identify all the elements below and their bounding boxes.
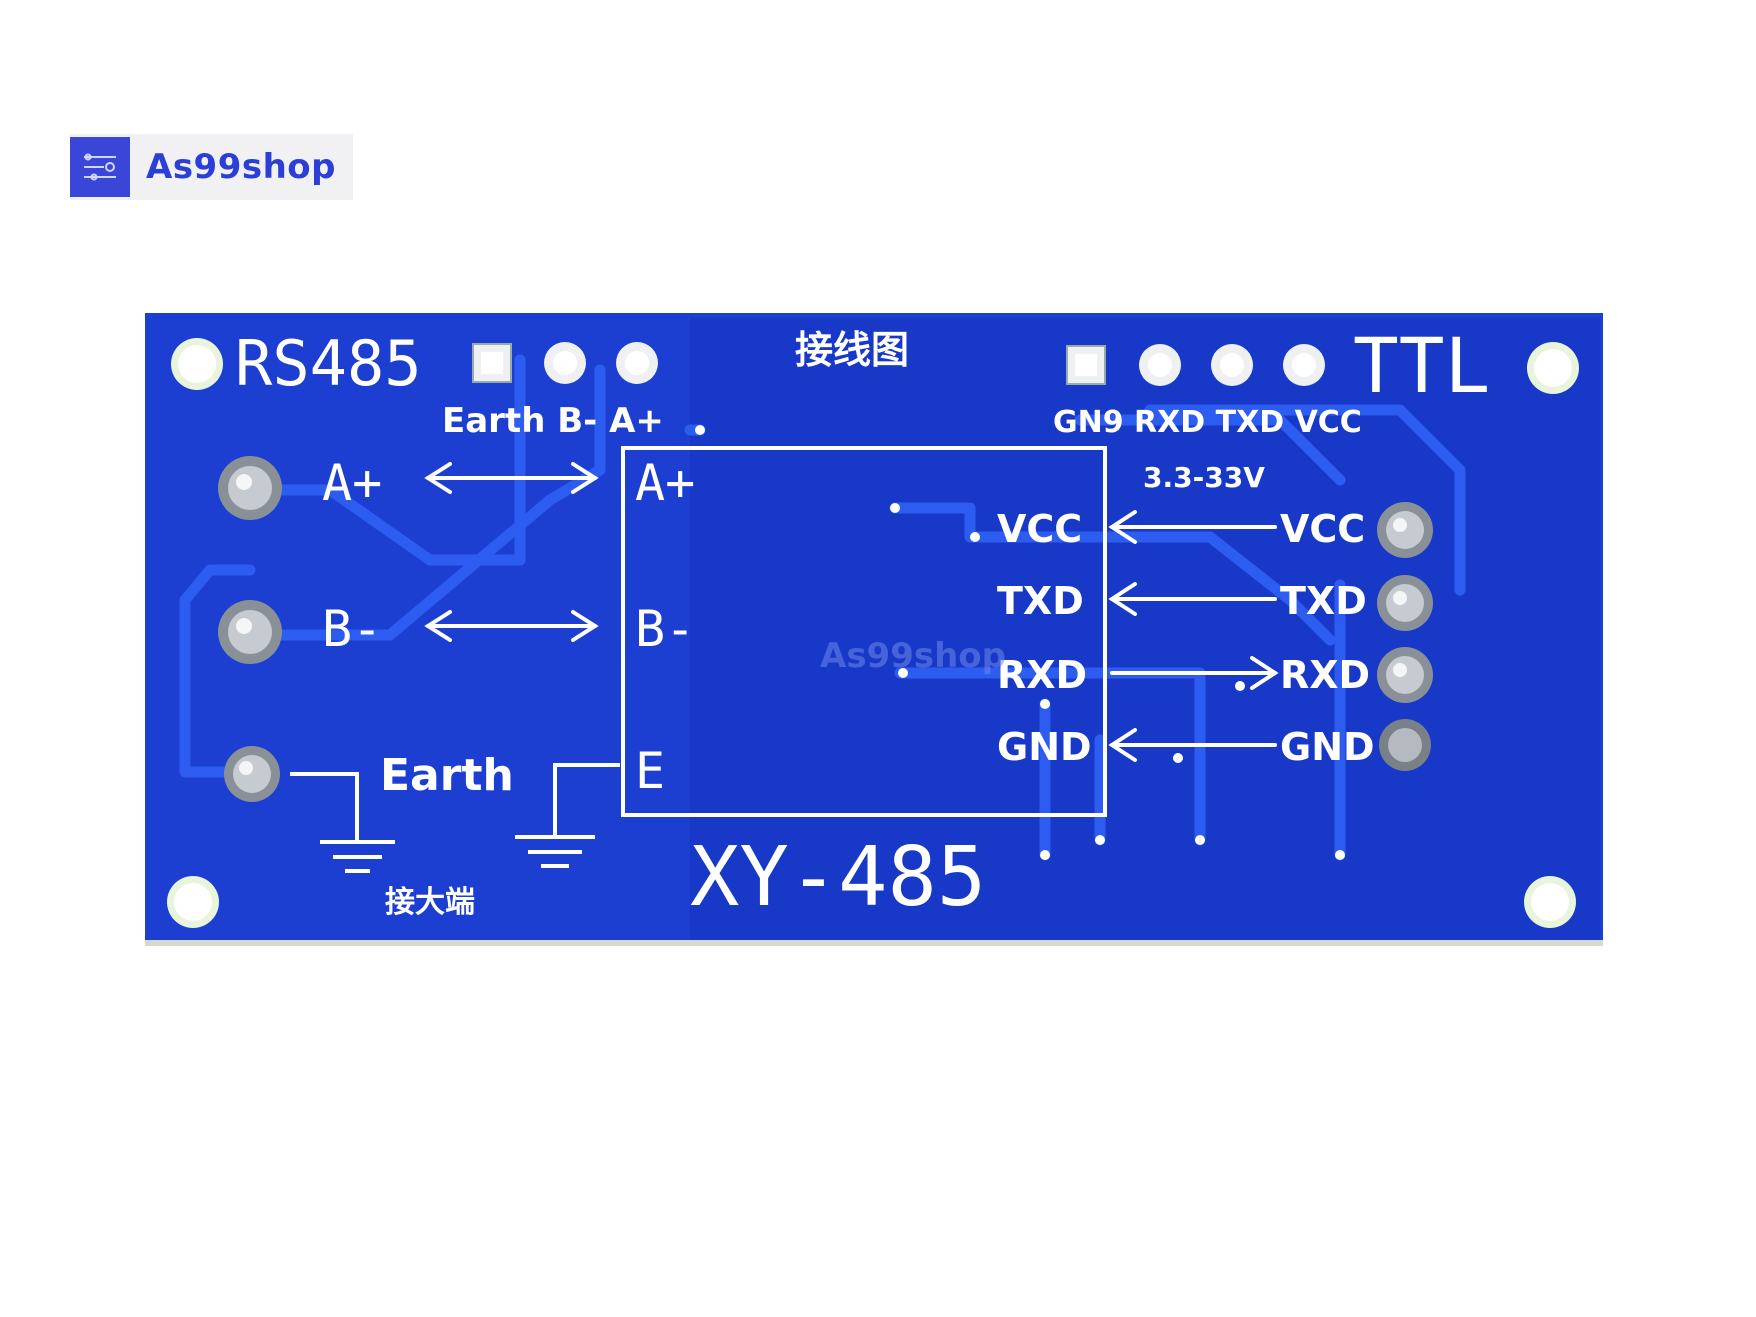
board-edge — [145, 940, 1603, 946]
terminal-label-b-minus: B- — [322, 600, 382, 658]
ttl-header-legend: GN9 RXD TXD VCC — [1053, 405, 1362, 440]
box-label-a-plus: A+ — [635, 454, 695, 512]
brand-name: As99shop — [146, 147, 337, 187]
pin-label-vcc: VCC — [1280, 507, 1365, 551]
wiring-diagram-title: 接线图 — [795, 328, 909, 372]
box-label-rxd: RXD — [997, 653, 1087, 697]
circuit-icon — [70, 137, 130, 197]
vias — [695, 425, 1345, 860]
module-outline-box — [621, 446, 1107, 817]
rs485-header-legend: Earth B- A+ — [442, 401, 664, 441]
box-label-vcc: VCC — [997, 507, 1082, 551]
pin-label-gnd: GND — [1280, 725, 1375, 769]
ttl-label: TTL — [1353, 321, 1490, 410]
brand-logo: As99shop — [70, 134, 353, 200]
box-label-txd: TXD — [997, 579, 1084, 623]
rs485-header-pads — [472, 342, 658, 384]
terminal-label-a-plus: A+ — [322, 454, 382, 512]
model-label: XY-485 — [690, 830, 986, 925]
rs485-label: RS485 — [235, 327, 422, 400]
watermark: As99shop — [820, 636, 1006, 676]
box-label-b-minus: B- — [635, 600, 695, 658]
pin-label-txd: TXD — [1280, 579, 1367, 623]
voltage-label: 3.3-33V — [1143, 461, 1265, 494]
terminal-label-earth: Earth — [380, 750, 514, 801]
ttl-solder-joints — [1377, 502, 1433, 771]
ttl-header-pads — [1066, 344, 1325, 386]
terminal-solder-joints — [218, 456, 282, 802]
bottom-note: 接大端 — [385, 885, 475, 920]
copper-traces — [179, 354, 1466, 861]
signal-arrows — [424, 462, 1279, 762]
box-label-gnd: GND — [997, 725, 1092, 769]
box-label-e: E — [635, 742, 665, 800]
ground-symbols — [290, 763, 620, 873]
pin-label-rxd: RXD — [1280, 653, 1370, 697]
mounting-holes — [167, 338, 1579, 928]
